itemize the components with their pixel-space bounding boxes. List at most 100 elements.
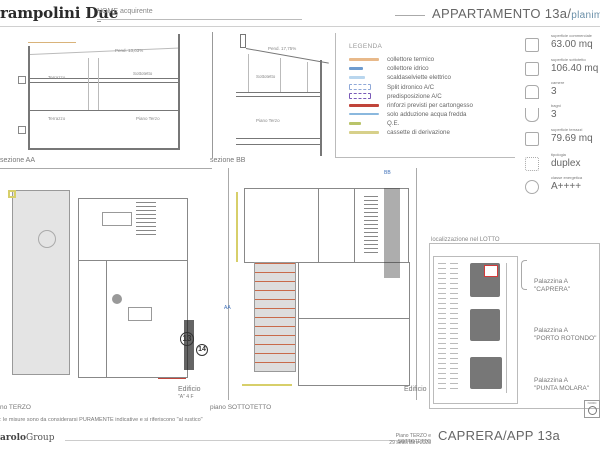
adjacent-unit-wall	[384, 188, 400, 278]
building-punta-molara	[470, 357, 502, 389]
apartment-code: CAPRERA/APP 13a	[438, 428, 561, 443]
location-title: localizzazione nel LOTTO	[431, 237, 500, 243]
road-line	[506, 263, 507, 393]
section-aa-room-label: Terrazzo	[48, 116, 66, 121]
terrace-area	[12, 190, 70, 375]
building-porto-rotondo	[470, 309, 500, 341]
apartment-title-sub: planimetri	[571, 10, 600, 21]
section-bb-caption: sezione BB	[210, 157, 246, 164]
building-sub-tag: "A" 4 F	[178, 394, 194, 400]
bracket-icon	[521, 260, 527, 290]
legend-item: collettore idrico	[349, 63, 429, 73]
section-aa-drawing: Terrazzo Sottotetto Terrazzo Piano Terzo…	[0, 30, 192, 158]
unit-marker-13: 13	[180, 332, 194, 346]
floor-plan-name: Piano TERZO e SOTTOTETTO	[395, 433, 431, 445]
legend-item: collettore termico	[349, 54, 434, 64]
legend-title: LEGENDA	[349, 43, 383, 50]
attic-plan	[236, 188, 416, 388]
wall-line	[78, 260, 188, 261]
wall-line	[318, 188, 319, 263]
section-bb-room-label: Piano Terzo	[256, 118, 280, 123]
legend-swatch-junction-boxes	[349, 130, 379, 134]
legend-frame	[335, 33, 515, 158]
section-aa-room-label: Piano Terzo	[136, 116, 160, 121]
section-bb-drawing: Sottotetto Piano Terzo Pend. 17,75%	[212, 30, 332, 158]
legend-swatch-drywall-reinforcement	[349, 103, 379, 107]
terrace-edge	[236, 192, 242, 262]
rug-icon	[112, 294, 122, 304]
floor-plan-icon	[525, 38, 539, 52]
buyer-name-placeholder-dash	[97, 21, 101, 22]
section-aa-room-label: Sottotetto	[133, 71, 153, 76]
footer-divider	[65, 440, 415, 441]
section-aa-caption: sezione AA	[0, 157, 36, 164]
section-aa-room-label: Terrazzo	[48, 75, 66, 80]
legend-item: cassette di derivazione	[349, 127, 450, 137]
wall-line	[298, 318, 410, 319]
energy-bulb-icon	[525, 180, 539, 194]
terrace-icon	[525, 132, 539, 146]
company-logo: aroloGroup	[0, 433, 55, 443]
parking-row	[450, 263, 458, 393]
dining-table-icon	[102, 212, 132, 226]
legend-swatch-cold-water	[349, 113, 379, 115]
floor-plan-icon	[525, 62, 539, 76]
third-floor-frame-top	[0, 168, 212, 169]
legend-swatch-hydronic-split	[349, 84, 371, 90]
north-indicator: NORD	[584, 400, 600, 418]
terrace-edge	[242, 384, 292, 386]
buyer-name-field-line	[97, 19, 302, 20]
staircase-icon	[364, 196, 378, 256]
section-marker-aa: AA	[224, 305, 231, 311]
parking-row	[438, 263, 446, 393]
section-bb-room-label: Sottotetto	[256, 74, 276, 79]
building-label-punta-molara: Palazzina A"PUNTA MOLARA"	[534, 377, 590, 392]
building-tag: Edificio	[178, 386, 201, 393]
project-title: rampolini Due	[0, 4, 119, 22]
legend-swatch-water-manifold	[349, 66, 363, 70]
legend-item: Q.E.	[349, 118, 399, 128]
compass-icon	[587, 406, 597, 415]
attic-frame-right	[416, 168, 417, 400]
apartment-title: APPARTAMENTO 13a/planimetri	[432, 6, 600, 21]
header-divider	[0, 26, 600, 27]
legend-item: rinforzi previsti per cartongesso	[349, 100, 473, 110]
sofa-icon	[128, 307, 152, 321]
legend-item: solo adduzione acqua fredda	[349, 109, 466, 119]
legend-item: predisposizione A/C	[349, 91, 442, 101]
attic-terrace-wood-deck	[254, 262, 296, 372]
document-date: 29 settembre 2025	[389, 440, 431, 446]
outdoor-table-icon	[38, 230, 56, 248]
wall-line	[354, 188, 355, 263]
corner-marker	[8, 190, 16, 198]
disclaimer-note: : le misure sono da considerarsi PURAMEN…	[0, 417, 203, 423]
buyer-name-label: NOME acquirente	[97, 8, 153, 15]
attic-caption: piano SOTTOTETTO	[210, 404, 272, 411]
third-floor-plan	[8, 190, 194, 380]
legend-swatch-ac-predisposition	[349, 93, 371, 99]
bathtub-icon	[525, 108, 539, 122]
building-tag: Edificio	[404, 386, 427, 393]
third-floor-caption: no TERZO	[0, 404, 31, 411]
legend-swatch-thermal-manifold	[349, 57, 379, 61]
apartment-title-main: APPARTAMENTO 13a/	[432, 6, 572, 21]
staircase-icon	[136, 200, 156, 238]
building-label-caprera: Palazzina A"CAPRERA"	[534, 278, 571, 293]
legend-item: scaldaselviette elettrico	[349, 72, 451, 82]
duplex-icon	[525, 157, 539, 171]
section-bb-roof-slope: Pend. 17,75%	[268, 46, 297, 51]
section-aa-roof-slope: Pend. 13,03%	[115, 48, 144, 53]
section-marker-bb: BB	[384, 170, 391, 176]
apartment-highlight	[484, 265, 498, 277]
header-accent-line	[395, 15, 425, 16]
reinforcement-line	[158, 378, 186, 379]
attic-lower-rooms	[298, 262, 410, 386]
unit-marker-14: 14	[196, 344, 208, 356]
